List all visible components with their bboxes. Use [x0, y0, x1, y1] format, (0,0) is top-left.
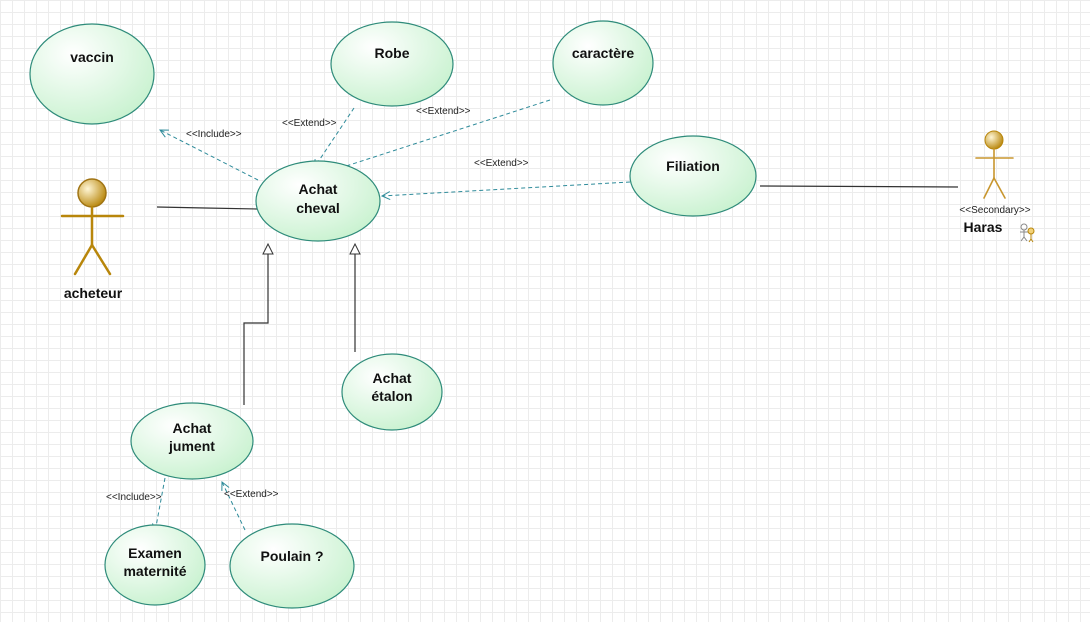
extend-poulain-connector[interactable]	[222, 482, 246, 531]
association-acheteur-achat-cheval[interactable]	[156, 206, 258, 210]
include-vaccin-connector[interactable]	[160, 130, 259, 181]
association-filiation-haras[interactable]	[759, 185, 959, 188]
use-case-label-line1: Achat	[299, 181, 338, 197]
associations	[156, 185, 959, 210]
use-case-label: vaccin	[70, 49, 114, 65]
generalization-arrowhead	[349, 242, 361, 255]
use-case-filiation[interactable]: Filiation	[629, 135, 757, 217]
use-case-label-line2: cheval	[296, 200, 340, 216]
use-case-achat-etalon[interactable]: Achat étalon	[341, 353, 443, 431]
use-case-robe[interactable]: Robe	[330, 21, 454, 107]
use-case-label-line2: étalon	[371, 388, 412, 404]
use-case-achat-cheval[interactable]: Achat cheval	[255, 160, 381, 242]
include-examen-connector[interactable]	[155, 477, 166, 532]
use-case-achat-jument[interactable]: Achat jument	[130, 402, 254, 480]
actor-stereotype: <<Secondary>>	[959, 205, 1030, 216]
extend-label-caractere: <<Extend>>	[416, 106, 471, 117]
use-case-label-line2: maternité	[123, 563, 186, 579]
generalization-achat-jument[interactable]	[243, 254, 269, 405]
extend-robe-connector[interactable]	[314, 107, 355, 168]
extend-label-robe: <<Extend>>	[282, 118, 337, 129]
dependencies	[155, 99, 631, 532]
generalizations	[243, 242, 361, 405]
secondary-actor-icon	[1020, 223, 1035, 243]
use-case-label-line2: jument	[168, 438, 215, 454]
extend-caractere-connector[interactable]	[334, 99, 551, 170]
actor-haras[interactable]: <<Secondary>> Haras	[959, 130, 1035, 243]
generalization-arrowhead	[262, 242, 274, 255]
use-case-caractere[interactable]: caractère	[552, 20, 654, 106]
actor-figure-icon	[60, 178, 125, 276]
use-case-poulain[interactable]: Poulain ?	[229, 523, 355, 609]
extend-label-filiation: <<Extend>>	[474, 158, 529, 169]
extend-filiation-connector[interactable]	[382, 181, 631, 196]
include-label-examen: <<Include>>	[106, 492, 162, 503]
use-case-examen-maternite[interactable]: Examen maternité	[104, 524, 206, 606]
use-case-label: Robe	[375, 45, 410, 61]
include-label-vaccin: <<Include>>	[186, 129, 242, 140]
actor-name: Haras	[964, 219, 1003, 235]
dependency-labels: <<Include>> <<Extend>> <<Extend>> <<Exte…	[106, 106, 529, 503]
use-case-label: Poulain ?	[261, 548, 324, 564]
use-case-label-line1: Achat	[373, 370, 412, 386]
use-case-label: Filiation	[666, 158, 720, 174]
actor-acheteur[interactable]: acheteur	[60, 178, 125, 301]
use-case-label-line1: Achat	[173, 420, 212, 436]
use-case-label: caractère	[572, 45, 634, 61]
use-case-vaccin[interactable]: vaccin	[29, 23, 155, 125]
actor-name: acheteur	[64, 285, 123, 301]
extend-label-poulain: <<Extend>>	[224, 489, 279, 500]
actor-figure-icon	[975, 130, 1014, 199]
use-case-label-line1: Examen	[128, 545, 182, 561]
